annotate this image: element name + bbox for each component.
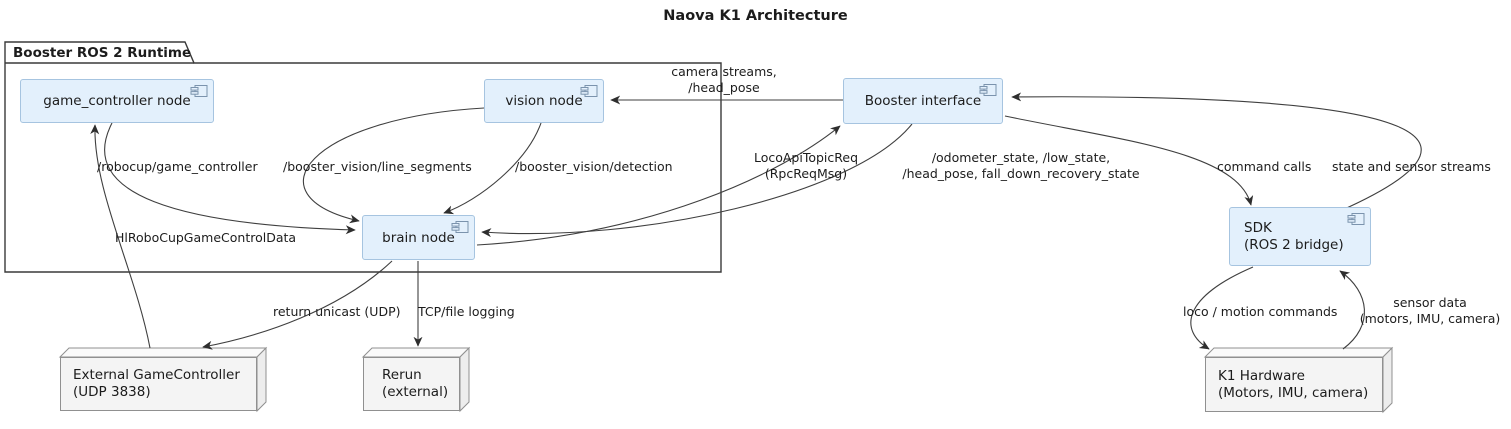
node-sublabel: (external) bbox=[382, 384, 449, 400]
edge-label-loco-motion-commands: loco / motion commands bbox=[1183, 304, 1338, 319]
node-k1-hardware: K1 Hardware (Motors, IMU, camera) bbox=[1205, 357, 1383, 412]
node-booster-interface: Booster interface bbox=[843, 78, 1003, 124]
node3d-faces bbox=[58, 346, 1394, 414]
edge-loco-motion-commands bbox=[1190, 266, 1254, 350]
node-label: SDK bbox=[1244, 219, 1272, 236]
node-label: vision node bbox=[505, 93, 583, 109]
node-label: brain node bbox=[382, 229, 455, 246]
edge-odometer-state bbox=[481, 123, 913, 238]
edge-label-tcp-file-logging: TCP/file logging bbox=[418, 304, 515, 319]
edge-command-calls bbox=[1004, 115, 1254, 206]
node-label: K1 Hardware bbox=[1218, 367, 1305, 384]
component-icon bbox=[451, 221, 469, 233]
node-vision: vision node bbox=[484, 79, 604, 123]
node-sublabel: (ROS 2 bridge) bbox=[1244, 236, 1344, 253]
edge-label-booster-vision-detection: /booster_vision/detection bbox=[515, 159, 673, 174]
node-label: game_controller node bbox=[43, 93, 191, 109]
edge-sensor-data bbox=[1339, 270, 1365, 350]
edge-label-booster-vision-line-segments: /booster_vision/line_segments bbox=[283, 159, 472, 174]
component-icon bbox=[190, 85, 208, 97]
node-sublabel: (UDP 3838) bbox=[73, 384, 151, 400]
edge-label-hl-robocup-gamecontroldata: HlRoboCupGameControlData bbox=[115, 230, 297, 245]
diagram-title: Naova K1 Architecture bbox=[663, 8, 848, 24]
component-icon bbox=[979, 84, 997, 96]
edge-hl-robocup-gamecontroldata bbox=[90, 124, 151, 349]
edge-label-camera-streams: camera streams, /head_pose bbox=[671, 64, 777, 95]
edge-label-loco-api-topic-req: LocoApiTopicReq (RpcReqMsg) bbox=[753, 150, 859, 181]
edge-label-robocup-game-controller: /robocup/game_controller bbox=[97, 159, 258, 174]
node-sublabel: (Motors, IMU, camera) bbox=[1218, 384, 1369, 401]
package-label: Booster ROS 2 Runtime bbox=[13, 45, 192, 61]
node-label: Rerun bbox=[382, 367, 422, 383]
edge-label-return-unicast: return unicast (UDP) bbox=[273, 304, 401, 319]
node-sdk: SDK (ROS 2 bridge) bbox=[1229, 207, 1371, 266]
edge-label-command-calls: command calls bbox=[1217, 159, 1312, 174]
edge-label-sensor-data: sensor data (motors, IMU, camera) bbox=[1359, 295, 1501, 326]
edge-robocup-game-controller bbox=[104, 122, 356, 235]
edge-booster-vision-line-segments bbox=[302, 107, 485, 224]
node-game-controller: game_controller node bbox=[20, 79, 214, 123]
edge-label-odometer-state: /odometer_state, /low_state, /head_pose,… bbox=[902, 150, 1140, 181]
component-icon bbox=[580, 85, 598, 97]
node-label: External GameController bbox=[73, 367, 240, 383]
node-brain: brain node bbox=[362, 215, 475, 260]
package-outline bbox=[4, 41, 722, 273]
edge-state-sensor-streams bbox=[1011, 92, 1422, 212]
edge-loco-api-topic-req bbox=[476, 125, 841, 246]
node-label: Booster interface bbox=[864, 93, 982, 109]
component-icon bbox=[1347, 213, 1365, 225]
edge-return-unicast bbox=[202, 260, 393, 350]
node-rerun: Rerun (external) bbox=[363, 357, 460, 411]
edge-label-state-sensor-streams: state and sensor streams bbox=[1332, 159, 1491, 174]
node-external-gamecontroller: External GameController (UDP 3838) bbox=[60, 357, 257, 411]
edge-booster-vision-detection bbox=[443, 122, 542, 215]
